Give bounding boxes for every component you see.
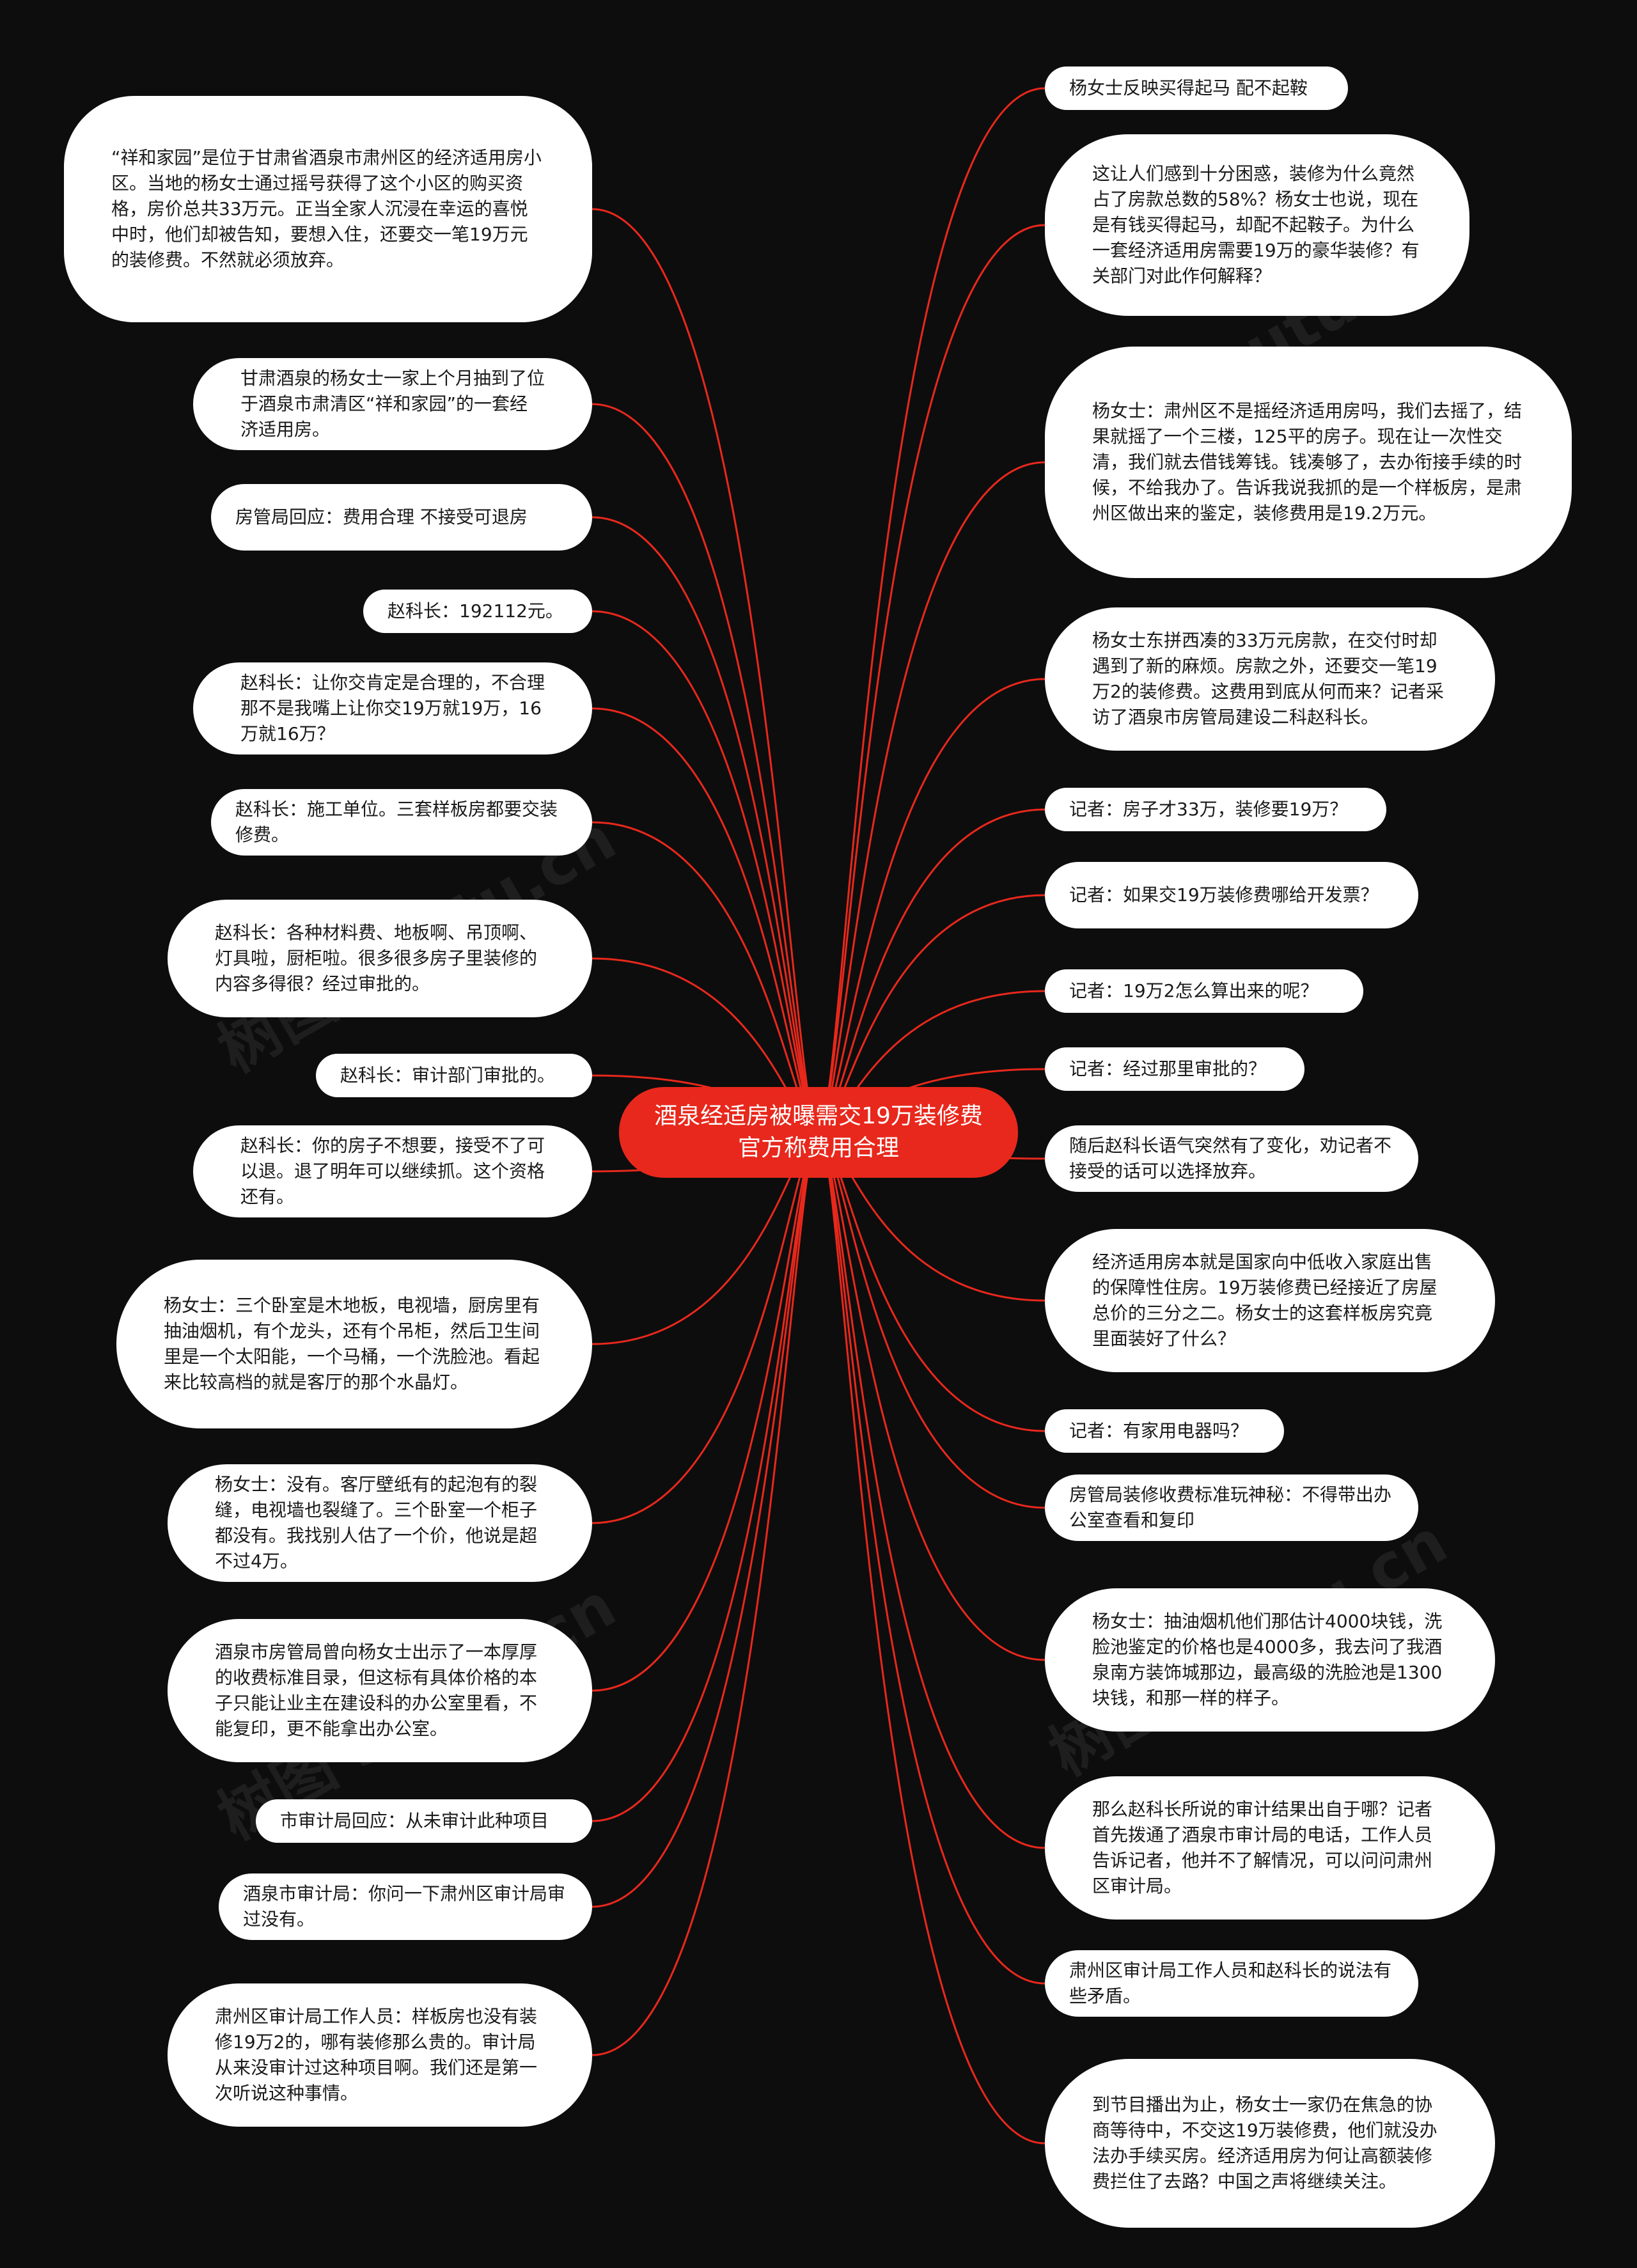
branch-node-text: 赵科长：你的房子不想要，接受不了可以退。退了明年可以继续抓。这个资格还有。 (240, 1135, 545, 1207)
branch-node-text: 这让人们感到十分困惑，装修为什么竟然占了房款总数的58%？杨女士也说，现在是有钱… (1092, 163, 1420, 286)
branch-node-text: 记者：有家用电器吗？ (1069, 1420, 1249, 1441)
branch-node-text: 杨女士东拼西凑的33万元房款，在交付时却遇到了新的麻烦。房款之外，还要交一笔19… (1092, 630, 1444, 728)
branch-node-text: 记者：房子才33万，装修要19万？ (1069, 799, 1348, 820)
left-connector (591, 208, 820, 1134)
left-branch-node[interactable]: 酒泉市房管局曾向杨女士出示了一本厚厚的收费标准目录，但这标有具体价格的本子只能让… (168, 1619, 592, 1762)
branch-node-text: 记者：经过那里审批的？ (1069, 1058, 1267, 1079)
left-branch-node[interactable]: 房管局回应：费用合理 不接受可退房 (211, 484, 592, 551)
left-branch-node[interactable]: 甘肃酒泉的杨女士一家上个月抽到了位于酒泉市肃清区“祥和家园”的一套经济适用房。 (193, 358, 592, 450)
left-branch-node[interactable]: 赵科长：各种材料费、地板啊、吊顶啊、灯具啦，厨柜啦。很多很多房子里装修的内容多得… (168, 900, 592, 1017)
right-connector (818, 461, 1046, 1134)
right-connector (818, 1131, 1046, 1849)
branch-node-text: 杨女士：肃州区不是摇经济适用房吗，我们去摇了，结果就摇了一个三楼，125平的房子… (1092, 400, 1523, 524)
right-connector (818, 1131, 1046, 1985)
branch-node-text: 肃州区审计局工作人员：样板房也没有装修19万2的，哪有装修那么贵的。审计局从来没… (215, 2006, 538, 2104)
branch-node-text: 杨女士：抽油烟机他们那估计4000块钱，洗脸池鉴定的价格也是4000多，我去问了… (1092, 1611, 1443, 1709)
right-connector (818, 678, 1046, 1134)
left-connector (591, 1131, 820, 2056)
right-branch-node[interactable]: 杨女士东拼西凑的33万元房款，在交付时却遇到了新的麻烦。房款之外，还要交一笔19… (1045, 607, 1495, 751)
branch-node-text: 经济适用房本就是国家向中低收入家庭出售的保障性住房。19万装修费已经接近了房屋总… (1092, 1251, 1437, 1349)
right-branch-node[interactable]: 房管局装修收费标准玩神秘：不得带出办公室查看和复印 (1045, 1474, 1418, 1541)
branch-node-text: 酒泉市审计局：你问一下肃州区审计局审过没有。 (243, 1883, 566, 1930)
branch-node-text: 赵科长：各种材料费、地板啊、吊顶啊、灯具啦，厨柜啦。很多很多房子里装修的内容多得… (215, 922, 538, 994)
left-branch-node[interactable]: 赵科长：让你交肯定是合理的，不合理那不是我嘴上让你交19万就19万，16万就16… (193, 662, 592, 755)
left-branch-node[interactable]: 赵科长：192112元。 (363, 590, 592, 633)
left-connector (591, 516, 819, 1134)
left-branch-node[interactable]: 杨女士：三个卧室是木地板，电视墙，厨房里有抽油烟机，有个龙头，还有个吊柜，然后卫… (116, 1260, 592, 1428)
left-branch-node[interactable]: 酒泉市审计局：你问一下肃州区审计局审过没有。 (219, 1873, 592, 1940)
branch-node-text: 肃州区审计局工作人员和赵科长的说法有些矛盾。 (1069, 1960, 1392, 2006)
right-branch-node[interactable]: 记者：房子才33万，装修要19万？ (1045, 788, 1386, 831)
branch-node-text: “祥和家园”是位于甘肃省酒泉市肃州区的经济适用房小区。当地的杨女士通过摇号获得了… (111, 147, 542, 270)
left-branch-node[interactable]: “祥和家园”是位于甘肃省酒泉市肃州区的经济适用房小区。当地的杨女士通过摇号获得了… (64, 96, 592, 322)
right-connector (817, 1131, 1046, 2145)
branch-node-text: 那么赵科长所说的审计结果出自于哪？记者首先拨通了酒泉市审计局的电话，工作人员告诉… (1092, 1799, 1433, 1897)
right-branch-node[interactable]: 杨女士：肃州区不是摇经济适用房吗，我们去摇了，结果就摇了一个三楼，125平的房子… (1045, 347, 1572, 578)
right-connector (817, 87, 1046, 1134)
right-branch-node[interactable]: 杨女士反映买得起马 配不起鞍 (1045, 66, 1348, 110)
branch-node-text: 房管局回应：费用合理 不接受可退房 (235, 506, 528, 528)
left-branch-node[interactable]: 赵科长：施工单位。三套样板房都要交装修费。 (211, 789, 592, 856)
right-branch-node[interactable]: 杨女士：抽油烟机他们那估计4000块钱，洗脸池鉴定的价格也是4000多，我去问了… (1045, 1588, 1495, 1732)
right-branch-node[interactable]: 这让人们感到十分困惑，装修为什么竟然占了房款总数的58%？杨女士也说，现在是有钱… (1045, 134, 1469, 316)
right-branch-node[interactable]: 记者：如果交19万装修费哪给开发票？ (1045, 862, 1418, 928)
right-branch-node[interactable]: 记者：有家用电器吗？ (1045, 1409, 1284, 1453)
branch-node-text: 甘肃酒泉的杨女士一家上个月抽到了位于酒泉市肃清区“祥和家园”的一套经济适用房。 (240, 368, 545, 440)
right-branch-node[interactable]: 随后赵科长语气突然有了变化，劝记者不接受的话可以选择放弃。 (1045, 1125, 1418, 1192)
branch-node-text: 房管局装修收费标准玩神秘：不得带出办公室查看和复印 (1069, 1484, 1392, 1531)
branch-node-text: 到节目播出为止，杨女士一家仍在焦急的协商等待中，不交这19万装修费，他们就没办法… (1092, 2094, 1437, 2192)
left-connector (591, 610, 819, 1134)
root-topic-label: 酒泉经适房被曝需交19万装修费 官方称费用合理 (654, 1103, 983, 1161)
branch-node-text: 杨女士：没有。客厅壁纸有的起泡有的裂缝，电视墙也裂缝了。三个卧室一个柜子都没有。… (215, 1474, 538, 1572)
branch-node-text: 记者：如果交19万装修费哪给开发票？ (1069, 884, 1379, 905)
left-connector (591, 707, 819, 1134)
left-branch-node[interactable]: 市审计局回应：从未审计此种项目 (256, 1799, 592, 1843)
right-branch-node[interactable]: 记者：经过那里审批的？ (1045, 1047, 1304, 1091)
left-branch-node[interactable]: 赵科长：审计部门审批的。 (316, 1054, 592, 1097)
branch-node-text: 赵科长：让你交肯定是合理的，不合理那不是我嘴上让你交19万就19万，16万就16… (240, 672, 545, 744)
branch-node-text: 记者：19万2怎么算出来的呢？ (1069, 980, 1319, 1001)
right-branch-node[interactable]: 肃州区审计局工作人员和赵科长的说法有些矛盾。 (1045, 1950, 1418, 2017)
left-connector (591, 403, 819, 1134)
left-branch-node[interactable]: 赵科长：你的房子不想要，接受不了可以退。退了明年可以继续抓。这个资格还有。 (193, 1125, 592, 1217)
left-branch-node[interactable]: 肃州区审计局工作人员：样板房也没有装修19万2的，哪有装修那么贵的。审计局从来没… (168, 1983, 592, 2127)
branch-node-text: 市审计局回应：从未审计此种项目 (280, 1810, 549, 1831)
right-branch-node[interactable]: 那么赵科长所说的审计结果出自于哪？记者首先拨通了酒泉市审计局的电话，工作人员告诉… (1045, 1776, 1495, 1920)
branch-node-text: 酒泉市房管局曾向杨女士出示了一本厚厚的收费标准目录，但这标有具体价格的本子只能让… (215, 1641, 538, 1739)
branch-node-text: 赵科长：192112元。 (388, 600, 563, 622)
right-branch-node[interactable]: 到节目播出为止，杨女士一家仍在焦急的协商等待中，不交这19万装修费，他们就没办法… (1045, 2059, 1495, 2228)
right-branch-node[interactable]: 记者：19万2怎么算出来的呢？ (1045, 969, 1363, 1013)
left-connector (591, 1131, 819, 1692)
right-connector (817, 224, 1046, 1134)
right-branch-node[interactable]: 经济适用房本就是国家向中低收入家庭出售的保障性住房。19万装修费已经接近了房屋总… (1045, 1229, 1495, 1372)
left-connector (591, 1131, 819, 1908)
branch-node-text: 杨女士：三个卧室是木地板，电视墙，厨房里有抽油烟机，有个龙头，还有个吊柜，然后卫… (164, 1295, 540, 1393)
left-branch-node[interactable]: 杨女士：没有。客厅壁纸有的起泡有的裂缝，电视墙也裂缝了。三个卧室一个柜子都没有。… (168, 1464, 592, 1582)
branch-node-text: 杨女士反映买得起马 配不起鞍 (1069, 77, 1308, 98)
root-topic[interactable]: 酒泉经适房被曝需交19万装修费 官方称费用合理 (619, 1087, 1018, 1178)
branch-node-text: 随后赵科长语气突然有了变化，劝记者不接受的话可以选择放弃。 (1069, 1135, 1392, 1182)
branch-node-text: 赵科长：施工单位。三套样板房都要交装修费。 (235, 799, 558, 845)
branch-node-text: 赵科长：审计部门审批的。 (340, 1065, 556, 1086)
